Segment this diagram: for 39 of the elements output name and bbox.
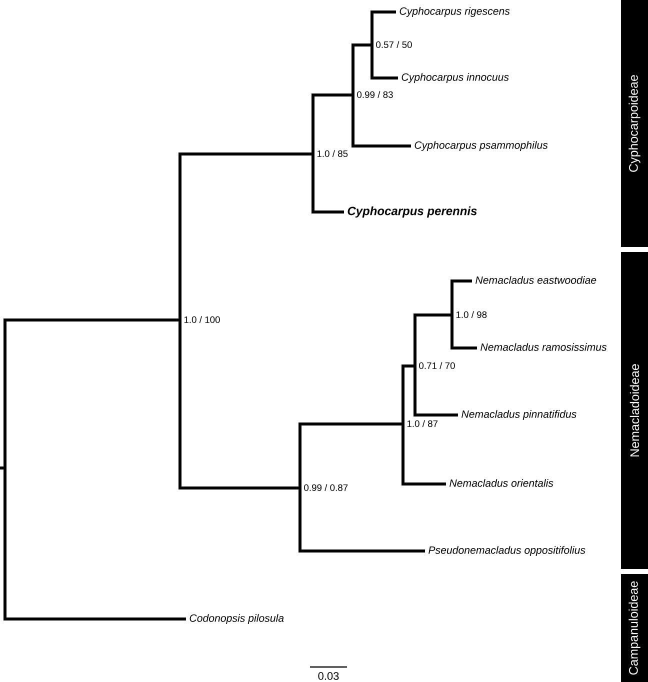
taxon-label: Codonopsis pilosula (190, 614, 284, 624)
support-value: 0.99 / 83 (357, 91, 393, 98)
taxon-label: Nemacladus eastwoodiae (476, 276, 596, 284)
tree-branch (352, 95, 411, 148)
scale-label: 0.03 (318, 672, 339, 680)
tree-branch (414, 314, 452, 366)
taxon-label: Nemacladus pinnatifidus (462, 410, 576, 420)
taxon-label: Nemacladus orientalis (450, 479, 554, 487)
taxon-label: Pseudonemacladus oppositifolius (428, 546, 586, 556)
clade-bar: Campanuloideae (621, 574, 648, 682)
support-value: 1.0 / 87 (407, 420, 438, 427)
support-value: 1.0 / 100 (184, 316, 220, 323)
tree-branch (370, 10, 396, 45)
taxon-label: Cyphocarpus perennis (348, 206, 477, 218)
clade-bar: Cyphocarpoideae (621, 0, 648, 247)
tree-branch (402, 424, 446, 486)
taxon-label: Cyphocarpus innocuus (402, 73, 509, 83)
support-value: 1.0 / 85 (317, 150, 348, 157)
support-value: 0.71 / 70 (419, 362, 455, 369)
taxon-label: Nemacladus ramosissimus (480, 343, 607, 351)
tree-branch (312, 154, 344, 214)
taxon-label: Cyphocarpus rigescens (400, 7, 510, 17)
tree-branch (370, 45, 398, 80)
tree-branch (0, 466, 186, 620)
tree-branch (414, 366, 458, 416)
tree-branch (450, 280, 472, 315)
tree-branch (402, 364, 415, 424)
support-value: 1.0 / 98 (456, 311, 487, 318)
tree-branch (312, 94, 353, 154)
tree-branch (352, 44, 372, 95)
taxon-label: Cyphocarpus psammophilus (414, 141, 548, 151)
support-value: 0.99 / 0.87 (304, 484, 348, 491)
clade-bar: Nemacladoideae (621, 252, 648, 569)
tree-branch (298, 488, 425, 552)
tree-branch (178, 152, 313, 320)
tree-branch (298, 422, 403, 488)
support-value: 0.57 / 50 (376, 41, 412, 48)
tree-branch (450, 315, 477, 350)
tree-branch (178, 320, 300, 490)
